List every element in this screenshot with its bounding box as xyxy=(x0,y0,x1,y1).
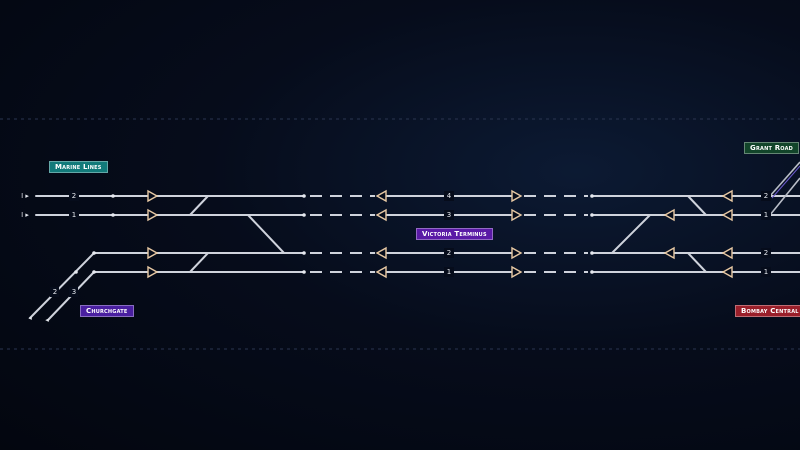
signal-icon[interactable] xyxy=(721,189,733,203)
signal-icon[interactable] xyxy=(663,208,675,222)
track-label: 2 xyxy=(447,249,451,257)
track-label: 3 xyxy=(72,288,76,296)
signal-icon[interactable] xyxy=(663,246,675,260)
svg-text:I ▸: I ▸ xyxy=(21,211,29,219)
track-label: 1 xyxy=(447,268,451,276)
signal-icon[interactable] xyxy=(147,189,159,203)
signals-eastbound[interactable] xyxy=(147,189,523,279)
signal-icon[interactable] xyxy=(147,246,159,260)
signal-icon[interactable] xyxy=(375,189,387,203)
signal-icon[interactable] xyxy=(511,246,523,260)
junction-dots xyxy=(74,194,594,274)
track-label: 2 xyxy=(764,249,768,257)
signals-westbound[interactable] xyxy=(375,189,733,279)
track-label: 2 xyxy=(764,192,768,200)
track-label: 2 xyxy=(53,288,57,296)
station-label-marine-lines[interactable]: Marine Lines xyxy=(49,161,108,173)
southwest-exit-markers: ◂ ◂ xyxy=(28,314,49,324)
track-label: 1 xyxy=(72,211,76,219)
station-label-victoria-terminus[interactable]: Victoria Terminus xyxy=(416,228,493,240)
signal-icon[interactable] xyxy=(147,208,159,222)
station-label-grant-road[interactable]: Grant Road xyxy=(744,142,800,154)
signal-icon[interactable] xyxy=(721,208,733,222)
signal-icon[interactable] xyxy=(375,265,387,279)
signal-icon[interactable] xyxy=(511,208,523,222)
track-crossovers xyxy=(189,195,707,273)
signal-icon[interactable] xyxy=(375,246,387,260)
station-label-churchgate[interactable]: Churchgate xyxy=(80,305,134,317)
signal-icon[interactable] xyxy=(721,265,733,279)
track-label: 1 xyxy=(764,211,768,219)
track-segments-east xyxy=(593,195,800,273)
track-label: 4 xyxy=(447,192,452,200)
track-dashed-sections xyxy=(310,195,588,273)
west-entry-markers: I ▸ I ▸ xyxy=(21,192,29,219)
signal-icon[interactable] xyxy=(721,246,733,260)
svg-text:◂: ◂ xyxy=(45,316,49,324)
signal-icon[interactable] xyxy=(511,189,523,203)
track-number-labels: 2 1 4 3 2 1 2 1 2 1 2 3 xyxy=(50,191,771,297)
signal-icon[interactable] xyxy=(147,265,159,279)
track-label: 1 xyxy=(764,268,768,276)
track-segments-west xyxy=(35,195,305,273)
svg-text:◂: ◂ xyxy=(28,314,32,322)
track-label: 2 xyxy=(72,192,76,200)
track-branch-grant-road xyxy=(769,161,800,216)
svg-text:I ▸: I ▸ xyxy=(21,192,29,200)
signal-icon[interactable] xyxy=(375,208,387,222)
station-label-bombay-central[interactable]: Bombay Central xyxy=(735,305,800,317)
track-label: 3 xyxy=(447,211,451,219)
signal-icon[interactable] xyxy=(511,265,523,279)
